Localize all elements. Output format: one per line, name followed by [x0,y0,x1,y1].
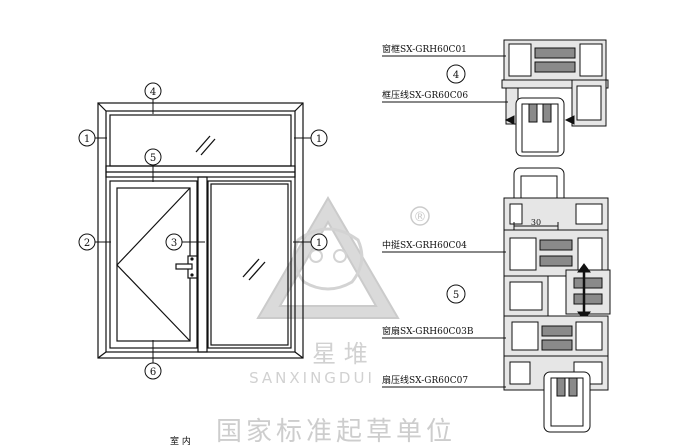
window-handle-icon [175,255,198,279]
outer-frame [97,102,304,359]
callout-1-right-top [310,129,328,147]
label-frame-bead: 框压线SX-GR60C06 [382,89,468,101]
fixed-glass [207,180,292,349]
transom-glass [109,114,292,167]
label-frame: 窗框SX-GRH60C01 [382,43,467,55]
opening-direction-lines [116,187,191,342]
callout-2 [78,233,96,251]
callout-6-label: 6 [150,367,156,378]
label-sash: 窗扇SX-GRH60C03B [382,325,474,337]
callout-5-elevation [144,148,162,166]
watermark: ® 星 堆 SANXINGDUI 国家标准起草单位 [216,196,456,447]
glass-hatch [195,135,266,281]
callout-4-elevation [144,82,162,100]
callout-1-left-top-label: 1 [84,134,90,145]
watermark-standard-text: 国家标准起草单位 [216,417,456,447]
callout-4-section-label: 4 [453,70,459,81]
callout-1-right-top-label: 1 [316,134,322,145]
section-label-leaders [382,55,508,388]
callout-1-right-mid [310,233,328,251]
watermark-brand-cn: 星 堆 [312,340,368,368]
section-detail-4 [501,39,609,157]
callout-5-section [446,284,466,304]
indoor-label: 室 内 [170,435,191,447]
callout-leaders [95,99,311,363]
callouts [78,64,466,380]
window-elevation [97,102,304,359]
registered-mark-circle [410,206,430,226]
watermark-registered: ® [414,210,427,225]
callout-3-label: 3 [171,238,177,249]
dimension-30: 30 [531,218,541,227]
callout-3 [165,233,183,251]
callout-1-right-mid-label: 1 [316,238,322,249]
watermark-logo-triangle [256,196,400,319]
watermark-mask-icon [292,227,364,291]
watermark-brand-en: SANXINGDUI [249,369,375,387]
label-sash-bead: 扇压线SX-GR60C07 [382,374,468,386]
callout-6 [144,362,162,380]
callout-4-elevation-label: 4 [150,87,156,98]
callout-2-label: 2 [84,238,90,249]
callout-1-left-top [78,129,96,147]
callout-4-section [446,64,466,84]
callout-5-elevation-label: 5 [150,153,156,164]
section-detail-5 [503,167,611,433]
label-mullion: 中挺SX-GRH60C04 [382,239,467,251]
vertical-mullion [197,176,208,353]
callout-5-section-label: 5 [453,290,459,301]
